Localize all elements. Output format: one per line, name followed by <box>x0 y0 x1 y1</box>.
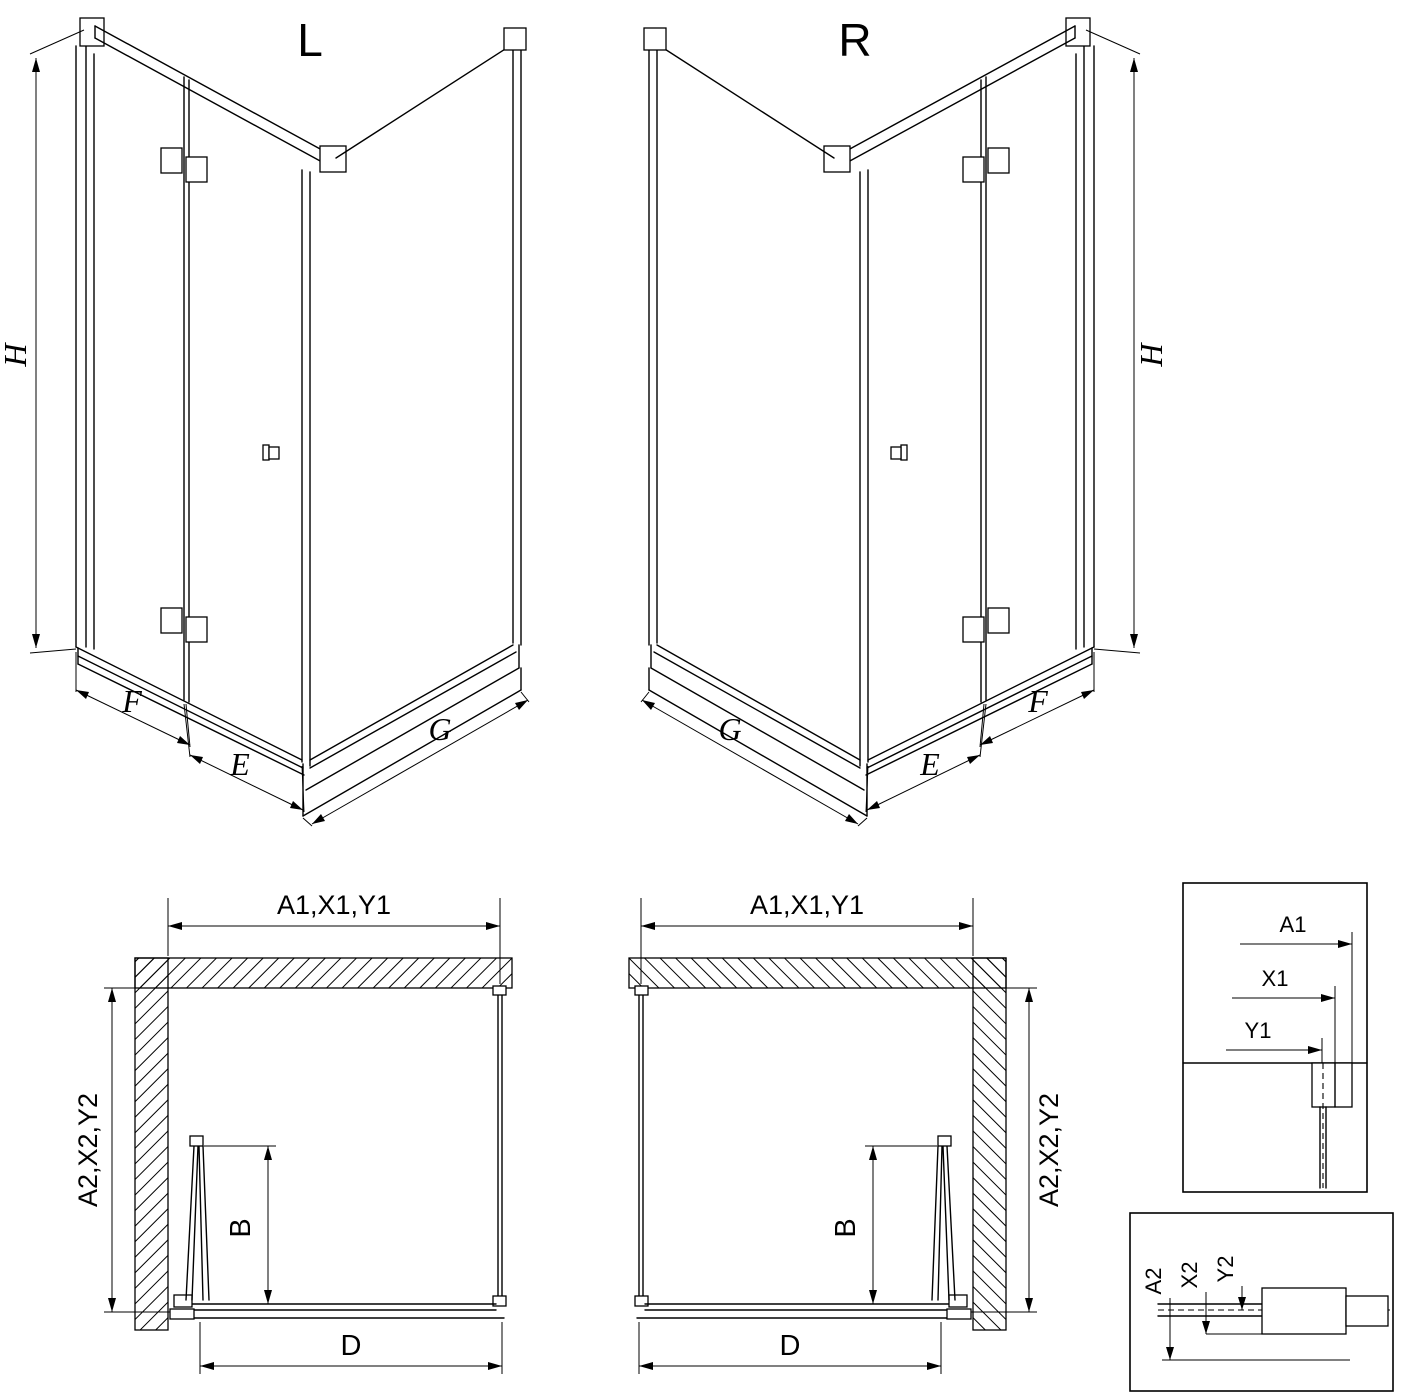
dim-label-g-left: G <box>428 711 451 747</box>
plan-dim-top-right: A1,X1,Y1 <box>750 890 864 920</box>
plan-view-left: A1,X1,Y1 A2,X2,Y2 B D <box>73 890 513 1375</box>
floor-profile-detail: A2 X2 Y2 <box>1129 1212 1394 1392</box>
dim-label-height-left: H <box>0 342 33 368</box>
detail-dim-x1: X1 <box>1262 966 1289 991</box>
dim-label-f-left: F <box>121 683 142 719</box>
detail-dim-y1: Y1 <box>1245 1018 1272 1043</box>
iso-view-right: R H F E G <box>640 14 1169 827</box>
detail-dim-y2: Y2 <box>1213 1256 1238 1283</box>
detail-dim-a1: A1 <box>1280 912 1307 937</box>
variant-label-left: L <box>297 14 323 66</box>
detail-dim-a2: A2 <box>1141 1268 1166 1295</box>
dim-label-e-right: E <box>919 746 940 782</box>
variant-label-right: R <box>838 14 871 66</box>
iso-view-left: L H F E G <box>0 14 530 827</box>
wall-profile-detail: A1 X1 Y1 <box>1182 882 1368 1193</box>
detail-dim-x2: X2 <box>1177 1262 1202 1289</box>
plan-dim-width-right: D <box>780 1330 801 1362</box>
plan-dim-depth-left: A2,X2,Y2 <box>73 1093 103 1207</box>
plan-dim-fold-right: B <box>830 1218 862 1237</box>
plan-dim-top-left: A1,X1,Y1 <box>277 890 391 920</box>
plan-dim-depth-right: A2,X2,Y2 <box>1034 1093 1064 1207</box>
plan-view-right: A1,X1,Y1 A2,X2,Y2 B D <box>628 890 1064 1375</box>
dim-label-height-right: H <box>1133 342 1169 368</box>
dim-label-f-right: F <box>1027 683 1048 719</box>
dim-label-e-left: E <box>229 746 250 782</box>
plan-dim-fold-left: B <box>225 1218 257 1237</box>
plan-dim-width-left: D <box>341 1330 362 1362</box>
dim-label-g-right: G <box>718 711 741 747</box>
